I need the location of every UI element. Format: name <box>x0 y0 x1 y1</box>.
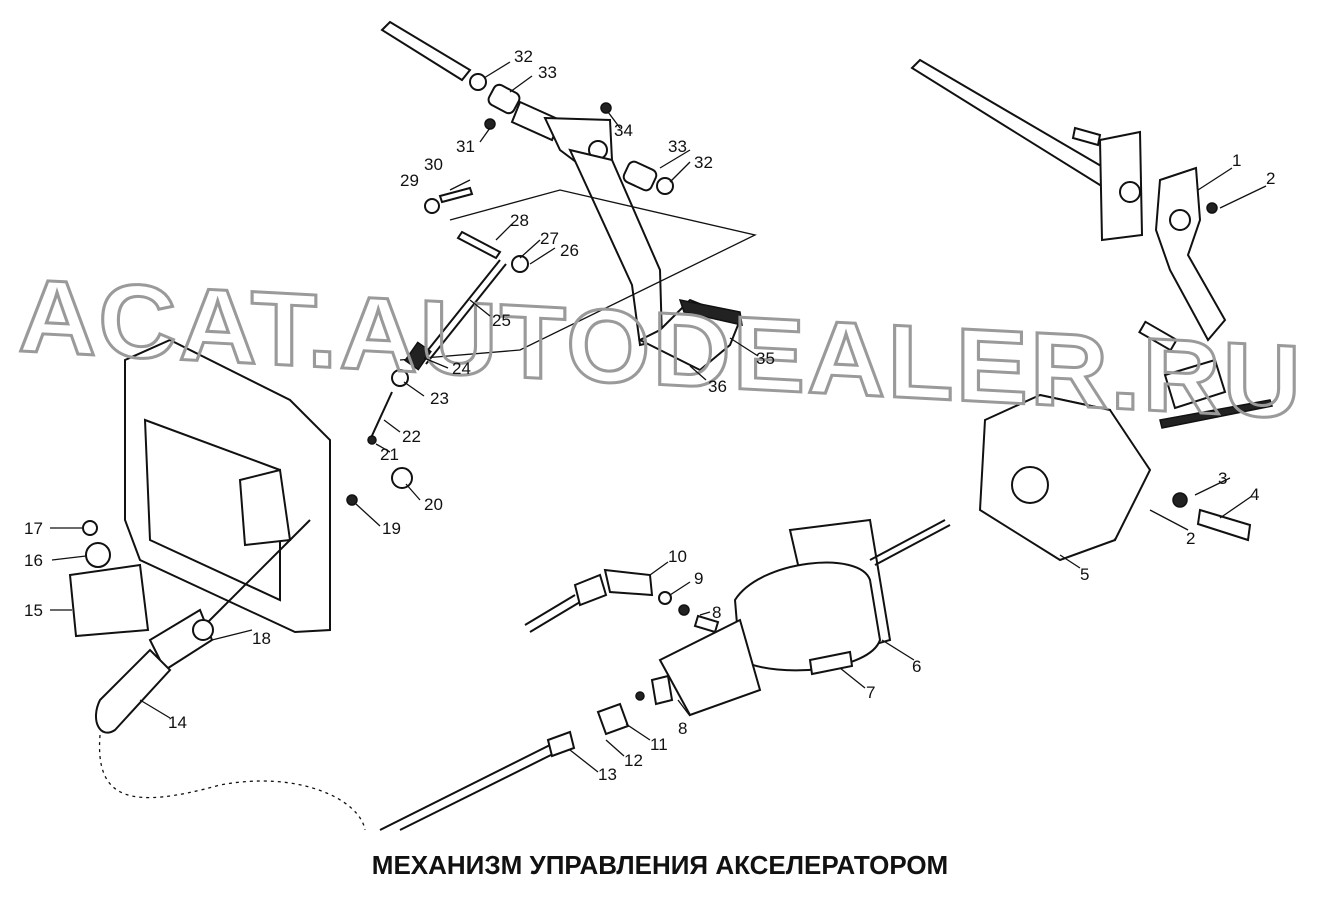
callout-6: 6 <box>912 657 921 676</box>
callout-25: 25 <box>492 311 511 330</box>
callout-2: 2 <box>1186 529 1195 548</box>
leader-lines <box>50 61 1267 773</box>
callout-23: 23 <box>430 389 449 408</box>
callout-5: 5 <box>1080 565 1089 584</box>
callout-35: 35 <box>756 349 775 368</box>
callout-31: 31 <box>456 137 475 156</box>
booster-assembly <box>650 393 1273 717</box>
callout-1: 1 <box>1232 151 1241 170</box>
callout-32: 32 <box>514 47 533 66</box>
callout-9: 9 <box>694 569 703 588</box>
callout-18: 18 <box>252 629 271 648</box>
callout-28: 28 <box>510 211 529 230</box>
callout-14: 14 <box>168 713 187 732</box>
callout-7: 7 <box>866 683 875 702</box>
callout-34: 34 <box>614 121 633 140</box>
callout-36: 36 <box>708 377 727 396</box>
callout-13: 13 <box>598 765 617 784</box>
right-bracket-assembly <box>910 58 1227 410</box>
pedal-shaft-assembly <box>380 20 757 372</box>
callout-29: 29 <box>400 171 419 190</box>
callout-4: 4 <box>1250 485 1259 504</box>
left-housing-assembly <box>68 338 366 831</box>
callout-20: 20 <box>424 495 443 514</box>
callout-24: 24 <box>452 359 471 378</box>
callout-8: 8 <box>712 603 721 622</box>
callout-30: 30 <box>424 155 443 174</box>
callout-15: 15 <box>24 601 43 620</box>
callout-12: 12 <box>624 751 643 770</box>
callout-17: 17 <box>24 519 43 538</box>
callout-labels: 1 2 2 3 4 5 6 7 8 8 9 10 11 12 13 14 15 … <box>24 47 1275 784</box>
callout-22: 22 <box>402 427 421 446</box>
callout-27: 27 <box>540 229 559 248</box>
callout-11: 11 <box>650 735 668 754</box>
callout-21: 21 <box>380 445 399 464</box>
callout-19: 19 <box>382 519 401 538</box>
callout-3: 3 <box>1218 469 1227 488</box>
callout-33: 33 <box>538 63 557 82</box>
callout-10: 10 <box>668 547 687 566</box>
diagram-caption: МЕХАНИЗМ УПРАВЛЕНИЯ АКСЕЛЕРАТОРОМ <box>371 850 949 880</box>
fittings <box>379 568 720 831</box>
callout-16: 16 <box>24 551 43 570</box>
callout-32: 32 <box>694 153 713 172</box>
callout-2: 2 <box>1266 169 1275 188</box>
callout-33: 33 <box>668 137 687 156</box>
callout-26: 26 <box>560 241 579 260</box>
callout-8: 8 <box>678 719 687 738</box>
